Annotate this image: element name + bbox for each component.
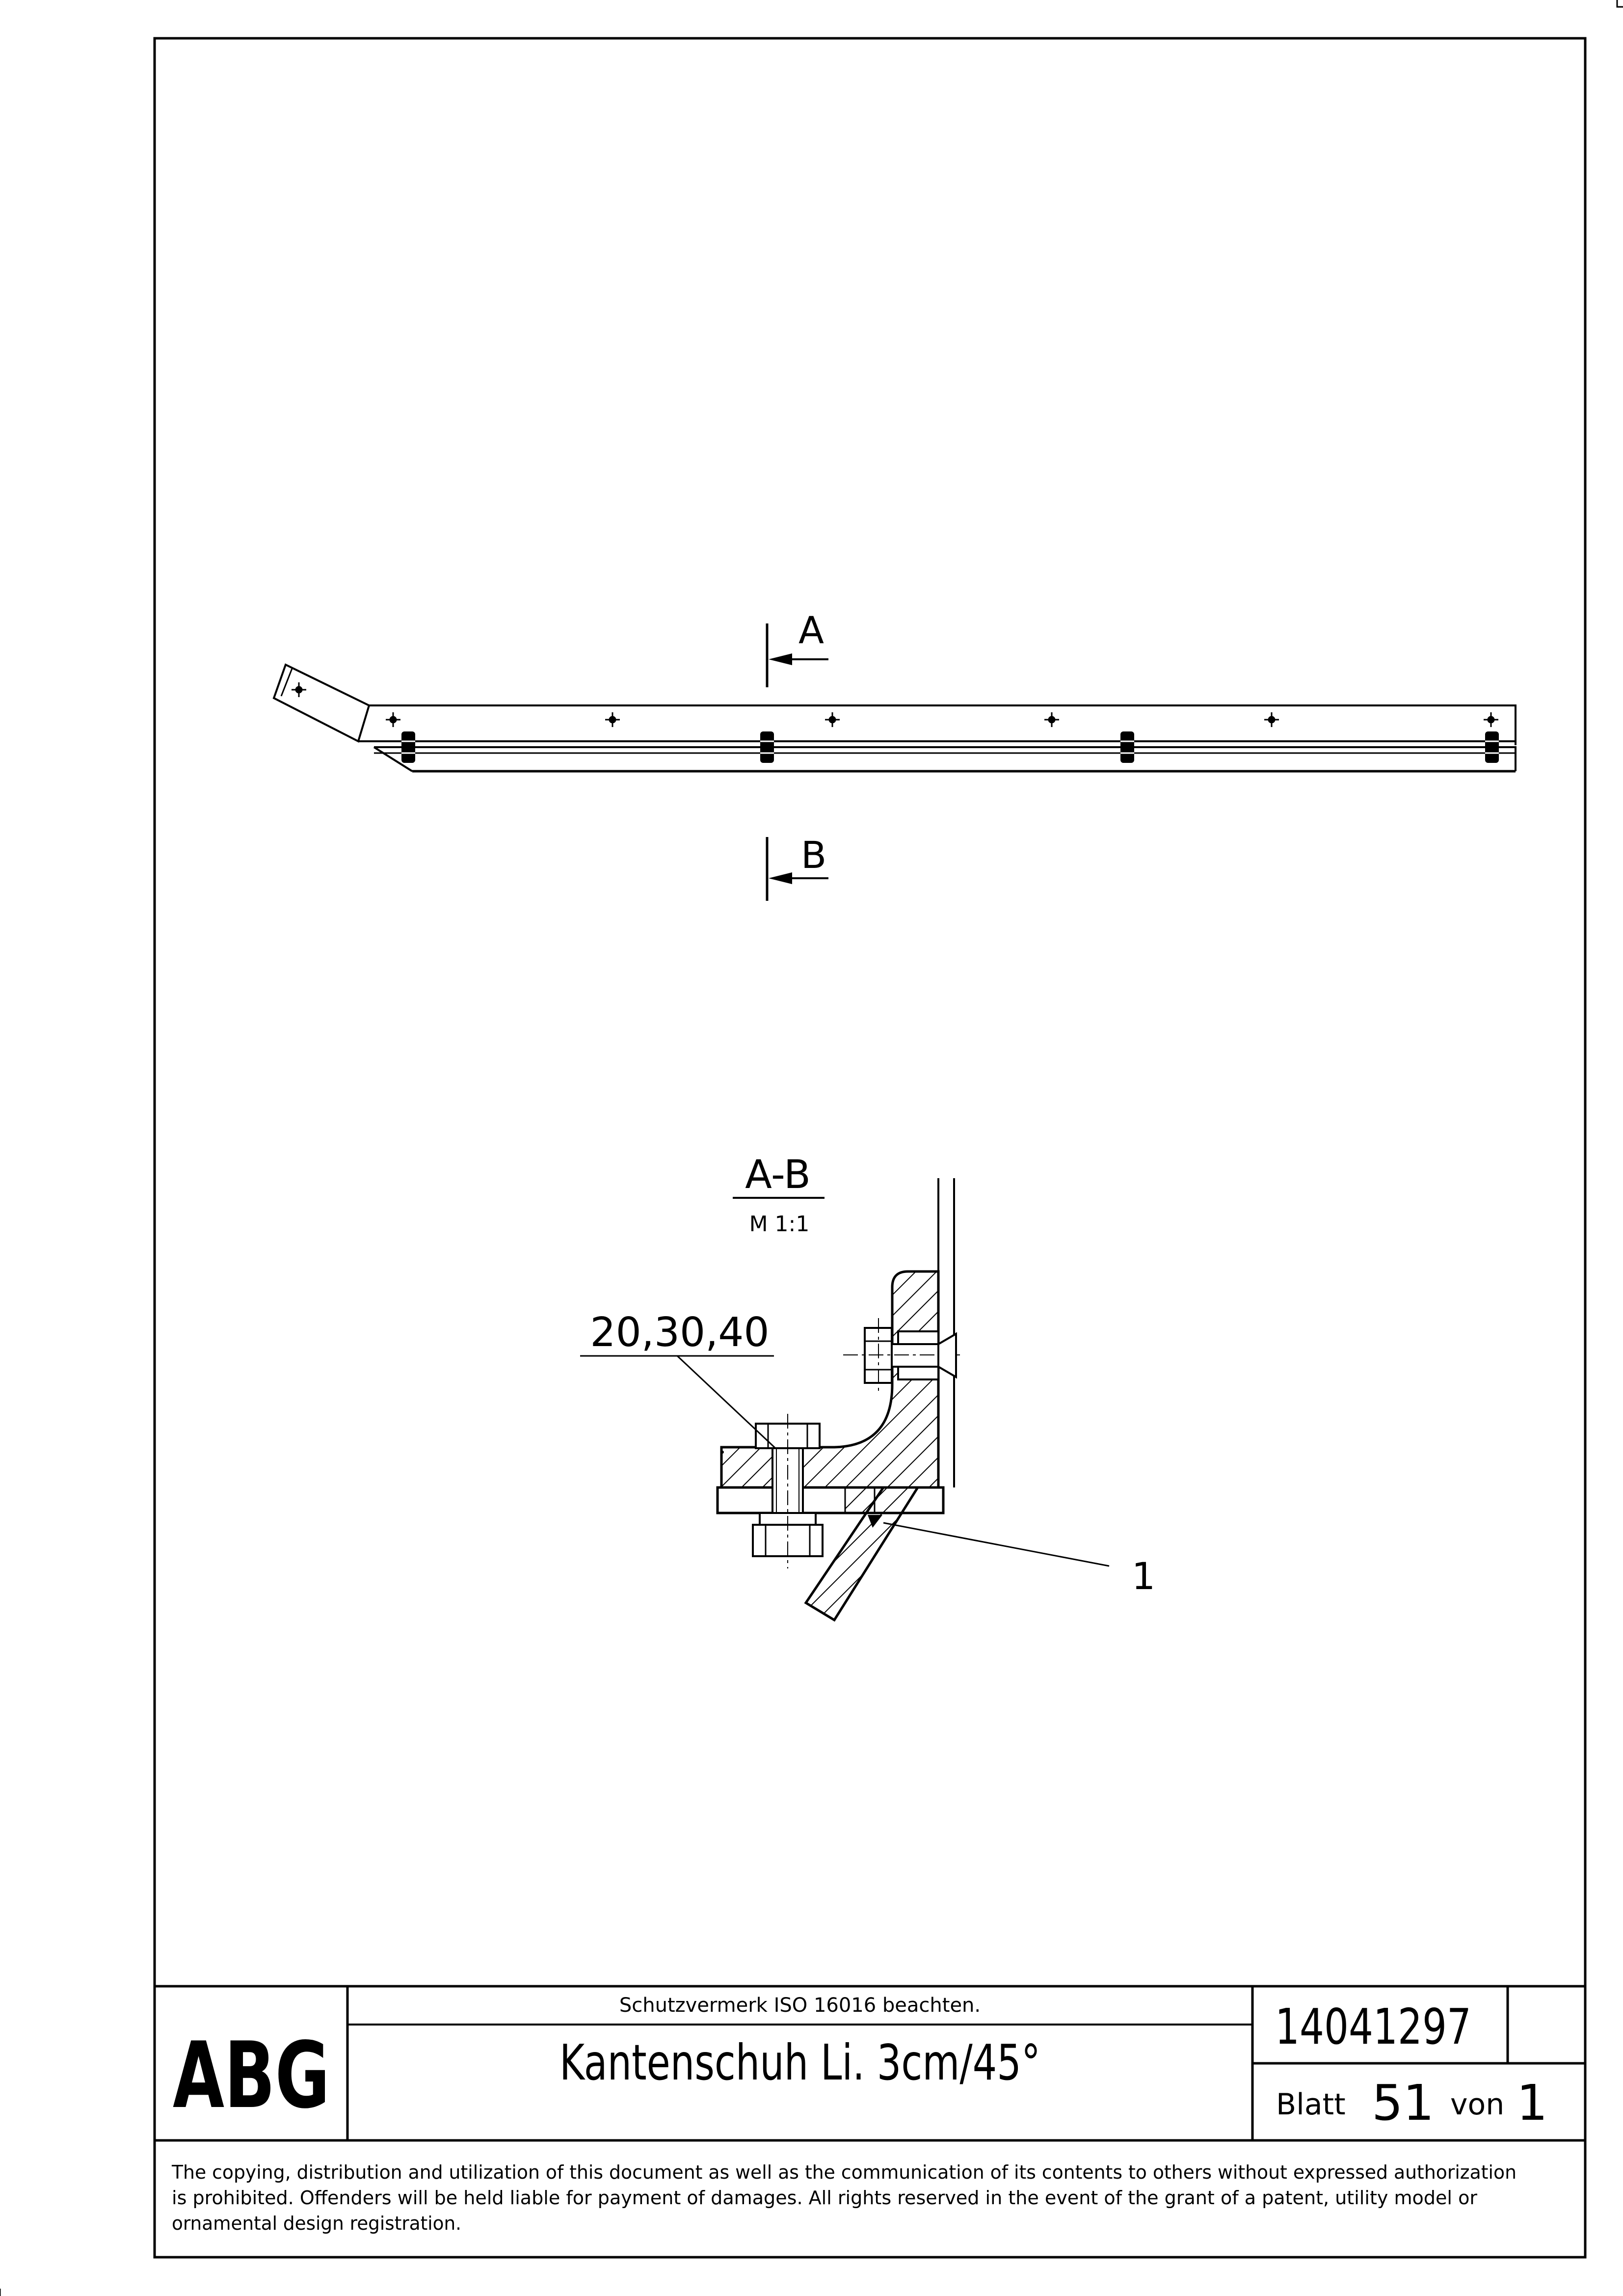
top-view — [272, 663, 1517, 773]
sheet-number: 51 — [1372, 2074, 1434, 2132]
dimension-callout: 20,30,40 — [590, 1309, 769, 1356]
section-marker-b: B — [766, 833, 828, 901]
legal-notice: The copying, distribution and utilizatio… — [171, 2161, 1517, 2234]
legal-notice-line-2: is prohibited. Offenders will be held li… — [172, 2187, 1477, 2209]
drawing-title: Kantenschuh Li. 3cm/45° — [559, 2034, 1040, 2091]
legal-notice-line-1: The copying, distribution and utilizatio… — [171, 2161, 1517, 2183]
part-callout: 1 — [1132, 1554, 1155, 1598]
bolt-heads — [401, 731, 1499, 763]
section-view — [580, 1178, 1110, 1622]
company-logo: ABG — [173, 2022, 330, 2129]
section-view-title: A-B — [745, 1152, 811, 1197]
section-view-scale: M 1:1 — [749, 1212, 810, 1237]
legal-notice-line-3: ornamental design registration. — [172, 2213, 461, 2234]
section-label-a: A — [798, 608, 824, 652]
bolt-hole-markers — [292, 682, 1498, 727]
corner-mark — [1616, 0, 1623, 8]
of-label: von — [1450, 2087, 1504, 2122]
protection-notice: Schutzvermerk ISO 16016 beachten. — [619, 1994, 981, 2017]
drawing-frame — [153, 37, 1587, 2259]
total-sheets: 1 — [1517, 2074, 1548, 2132]
sheet-label: Blatt — [1276, 2087, 1346, 2122]
document-number: 14041297 — [1275, 1998, 1471, 2055]
section-marker-a: A — [766, 608, 828, 687]
section-label-b: B — [801, 833, 826, 877]
title-block — [155, 1985, 1585, 2142]
